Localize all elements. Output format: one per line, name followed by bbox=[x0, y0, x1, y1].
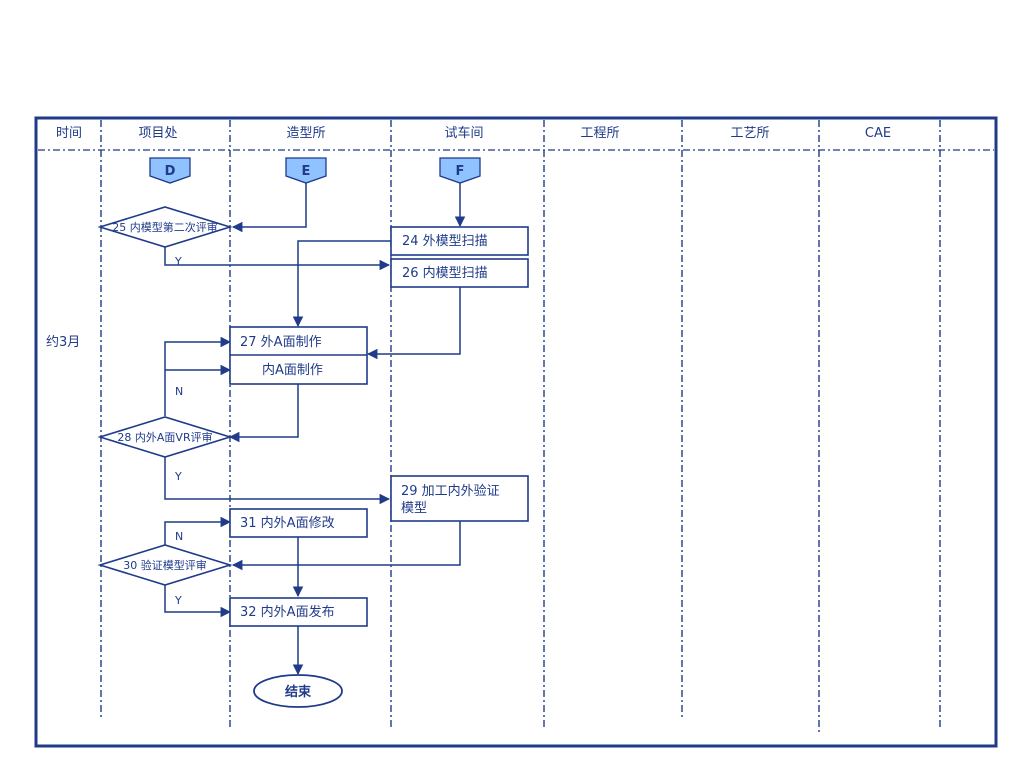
process-26-label: 26 内模型扫描 bbox=[402, 265, 488, 281]
svg-text:D: D bbox=[165, 164, 176, 179]
process-32: 32 内外A面发布 bbox=[229, 597, 368, 627]
end-label: 结束 bbox=[285, 684, 312, 700]
branch-label-n-28: N bbox=[175, 385, 183, 398]
decision-30: 30 验证模型评审 bbox=[97, 544, 233, 586]
lane-header-workshop: 试车间 bbox=[444, 125, 483, 141]
lane-header-styling: 造型所 bbox=[286, 126, 325, 141]
connector-f: F bbox=[439, 157, 481, 184]
flow-lines bbox=[164, 183, 466, 676]
branch-label-n-30: N bbox=[175, 530, 183, 543]
lane-header-time: 时间 bbox=[56, 126, 82, 141]
process-32-label: 32 内外A面发布 bbox=[240, 604, 335, 620]
svg-text:F: F bbox=[456, 164, 465, 179]
decision-25: 25 内模型第二次评审 bbox=[97, 206, 233, 248]
decision-28: 28 内外A面VR评审 bbox=[97, 416, 233, 458]
process-27: 27 外A面制作 内A面制作 bbox=[229, 326, 368, 385]
process-29-label-line2: 模型 bbox=[401, 501, 427, 516]
lane-header-project: 项目处 bbox=[138, 126, 177, 141]
process-27-inner-label: 内A面制作 bbox=[262, 362, 323, 378]
lane-header-process: 工艺所 bbox=[730, 126, 769, 141]
process-24: 24 外模型扫描 bbox=[390, 226, 529, 256]
process-24-label: 24 外模型扫描 bbox=[402, 234, 488, 249]
process-27-outer-label: 27 外A面制作 bbox=[240, 335, 322, 350]
branch-label-y-28: Y bbox=[174, 470, 182, 483]
connector-e: E bbox=[285, 157, 327, 184]
branch-label-y-30: Y bbox=[174, 594, 182, 607]
connector-d: D bbox=[149, 157, 191, 184]
process-29-label-line1: 29 加工内外验证 bbox=[401, 483, 500, 499]
branch-label-y-25: Y bbox=[174, 255, 182, 268]
decision-28-label: 28 内外A面VR评审 bbox=[117, 430, 212, 444]
process-31: 31 内外A面修改 bbox=[229, 508, 368, 538]
time-marker: 约3月 bbox=[46, 335, 80, 350]
lane-header-cae: CAE bbox=[865, 126, 891, 141]
process-29: 29 加工内外验证 模型 bbox=[390, 475, 529, 522]
process-26: 26 内模型扫描 bbox=[390, 258, 529, 288]
diagram-frame bbox=[34, 116, 998, 748]
process-31-label: 31 内外A面修改 bbox=[240, 515, 335, 531]
decision-25-label: 25 内模型第二次评审 bbox=[112, 220, 218, 234]
end-terminal: 结束 bbox=[253, 674, 343, 708]
svg-text:E: E bbox=[302, 164, 311, 179]
lane-header-engineering: 工程所 bbox=[580, 126, 619, 141]
decision-30-label: 30 验证模型评审 bbox=[123, 558, 207, 572]
